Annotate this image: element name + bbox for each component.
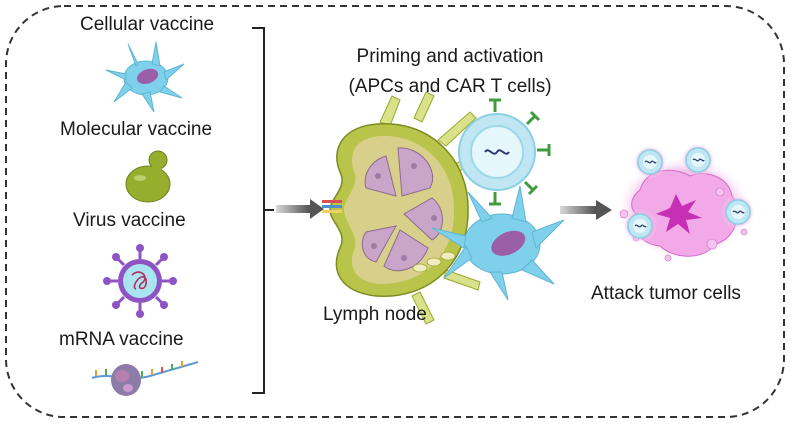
arrow-in-shaft — [276, 205, 312, 213]
lymph-node-icon — [322, 91, 491, 325]
priming-title-line1: Priming and activation — [356, 46, 544, 67]
lymph-node-label: Lymph node — [323, 304, 427, 325]
molecular-vaccine-label: Molecular vaccine — [60, 119, 213, 140]
virus-icon — [103, 244, 177, 318]
dendritic-cell-icon — [105, 41, 185, 113]
attacking-t-cell-icon — [623, 209, 657, 243]
arrow-out-head — [596, 200, 612, 220]
mrna-icon — [91, 361, 199, 396]
tumor-cluster-icon — [616, 143, 755, 262]
priming-title-line2: (APCs and CAR T cells) — [348, 76, 552, 97]
cellular-vaccine-label: Cellular vaccine — [80, 14, 215, 35]
apc-cell-icon — [431, 185, 565, 301]
virus-vaccine-label: Virus vaccine — [73, 210, 186, 231]
mrna-vaccine-label: mRNA vaccine — [59, 329, 184, 350]
molecule-icon — [125, 150, 171, 203]
attacking-t-cell-icon — [721, 195, 755, 229]
dashed-frame — [5, 5, 785, 418]
arrow-in-head — [310, 199, 324, 219]
arrow-out-shaft — [560, 206, 598, 214]
attack-tumor-label: Attack tumor cells — [591, 283, 741, 304]
vaccine-bracket — [252, 27, 265, 394]
attacking-t-cell-icon — [633, 145, 667, 179]
attacking-t-cell-icon — [681, 143, 715, 177]
t-cell-icon — [458, 98, 551, 206]
